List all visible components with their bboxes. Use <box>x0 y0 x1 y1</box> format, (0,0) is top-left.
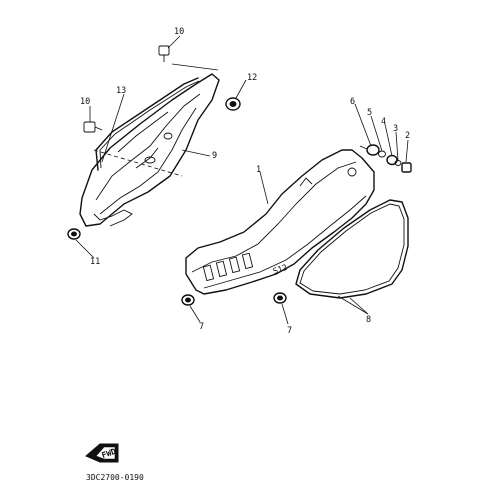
callout-6: 6 <box>350 97 355 107</box>
bolt-10-left <box>83 121 103 133</box>
callout-1: 1 <box>256 165 261 175</box>
callout-10-upper: 10 <box>174 27 184 37</box>
callout-8: 8 <box>366 315 371 325</box>
callout-4: 4 <box>381 117 386 127</box>
callout-7-right: 7 <box>287 326 292 336</box>
left-side-cover <box>79 73 220 227</box>
grommet-12 <box>225 97 241 111</box>
leader-lines <box>75 35 409 325</box>
callout-9: 9 <box>212 151 217 161</box>
grommet-7-right <box>273 292 287 304</box>
left-trim-strip <box>95 77 200 171</box>
callout-5: 5 <box>367 108 372 118</box>
grommet-11 <box>67 228 81 240</box>
svg-text:S12: S12 <box>272 263 289 276</box>
callout-10-left: 10 <box>80 97 90 107</box>
callout-labels: 1 2 3 4 5 6 7 7 8 9 10 10 11 12 13 <box>80 27 410 336</box>
forward-arrow-icon: FWD <box>85 443 119 463</box>
drawing-code: 3DC2700-0190 <box>86 473 144 482</box>
right-side-cover: S12 <box>185 149 375 295</box>
bolt-10-upper <box>158 45 170 62</box>
callout-12: 12 <box>247 73 257 83</box>
callout-3: 3 <box>393 124 398 134</box>
grommet-7-left <box>181 294 195 306</box>
callout-13: 13 <box>116 86 126 96</box>
callout-2: 2 <box>405 131 410 141</box>
fastener-stack <box>359 144 412 173</box>
right-trim-strip <box>295 199 409 299</box>
callout-7-left: 7 <box>199 322 204 332</box>
callout-11: 11 <box>90 257 100 267</box>
